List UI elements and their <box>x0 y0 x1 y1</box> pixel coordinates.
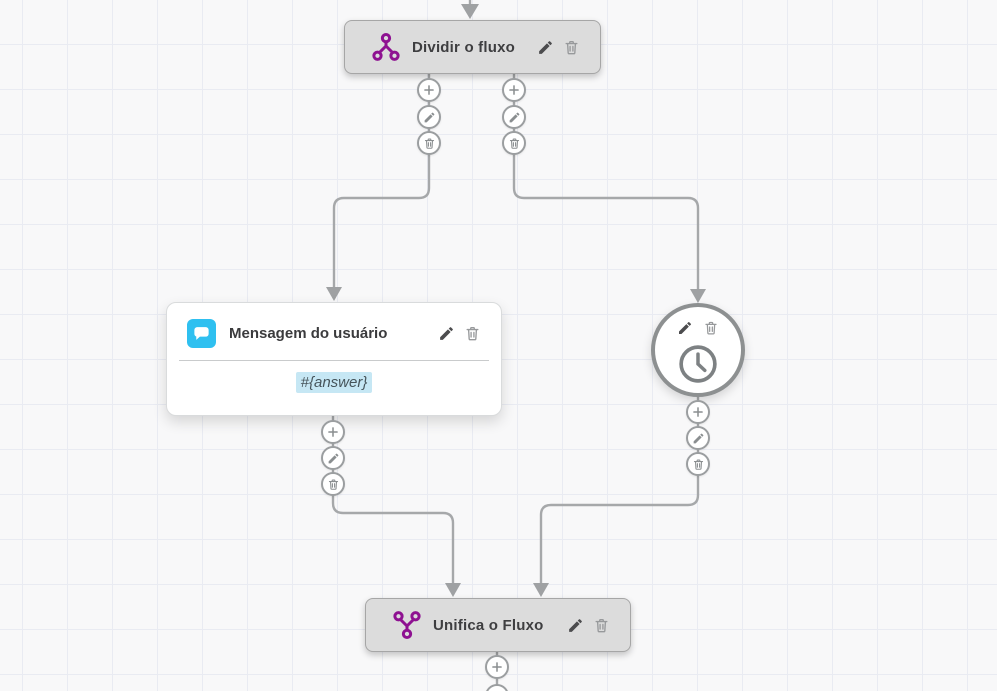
connector-user-message-to-merge <box>331 416 455 583</box>
plus-icon <box>424 85 434 95</box>
node-body[interactable]: #{answer} <box>167 361 501 404</box>
pencil-icon <box>679 321 692 334</box>
trash-icon <box>328 479 338 490</box>
timer-edit-button[interactable] <box>677 320 693 336</box>
pencil-icon <box>693 433 703 443</box>
arrowhead <box>326 287 342 301</box>
plus-icon <box>509 85 519 95</box>
plus-icon <box>328 427 338 437</box>
merge-node-edit-button[interactable] <box>567 617 584 634</box>
split-icon <box>371 32 401 62</box>
user-message-delete-button[interactable] <box>464 325 481 342</box>
user-message-port-delete-button[interactable] <box>321 472 345 496</box>
card-divider <box>179 360 489 361</box>
connector-split-to-user-message <box>332 74 431 288</box>
split-node-delete-button[interactable] <box>563 39 580 56</box>
timer-add-button[interactable] <box>686 400 710 424</box>
trash-icon <box>565 40 578 54</box>
node-split-flow[interactable]: Dividir o fluxo <box>344 20 601 74</box>
node-timer[interactable] <box>651 303 745 397</box>
arrowhead <box>445 583 461 597</box>
trash-icon <box>424 138 434 149</box>
plus-icon <box>492 662 502 672</box>
merge-add-button[interactable] <box>485 655 509 679</box>
trash-icon <box>595 618 608 632</box>
pencil-icon <box>569 618 582 632</box>
node-label: Mensagem do usuário <box>229 325 388 342</box>
pencil-icon <box>509 112 519 122</box>
pencil-icon <box>424 112 434 122</box>
timer-delete-button[interactable] <box>703 320 719 336</box>
node-label: Dividir o fluxo <box>412 38 516 56</box>
node-merge-flow[interactable]: Unifica o Fluxo <box>365 598 631 652</box>
plus-icon <box>693 407 703 417</box>
user-message-port-edit-button[interactable] <box>321 446 345 470</box>
merge-node-delete-button[interactable] <box>593 617 610 634</box>
node-label: Unifica o Fluxo <box>433 616 544 634</box>
connector-timer-to-merge <box>539 396 700 583</box>
arrowhead <box>690 289 706 303</box>
pencil-icon <box>440 327 453 340</box>
split-output-1-edit-button[interactable] <box>417 105 441 129</box>
clock-icon <box>676 342 720 391</box>
trash-icon <box>509 138 519 149</box>
arrowhead <box>533 583 549 597</box>
split-output-2-delete-button[interactable] <box>502 131 526 155</box>
merge-icon <box>392 610 422 640</box>
trash-icon <box>693 459 703 470</box>
split-output-1-add-button[interactable] <box>417 78 441 102</box>
user-message-add-button[interactable] <box>321 420 345 444</box>
trash-icon <box>466 327 479 341</box>
split-output-2-edit-button[interactable] <box>502 105 526 129</box>
split-node-edit-button[interactable] <box>537 39 554 56</box>
trash-icon <box>705 321 717 335</box>
timer-port-delete-button[interactable] <box>686 452 710 476</box>
timer-port-edit-button[interactable] <box>686 426 710 450</box>
variable-chip: #{answer} <box>295 372 373 393</box>
chat-bubble-icon <box>187 319 216 348</box>
pencil-icon <box>328 453 338 463</box>
pencil-icon <box>539 40 552 54</box>
split-output-1-delete-button[interactable] <box>417 131 441 155</box>
connector-split-to-timer <box>512 74 700 290</box>
arrowhead <box>461 4 479 19</box>
split-output-2-add-button[interactable] <box>502 78 526 102</box>
user-message-edit-button[interactable] <box>438 325 455 342</box>
node-user-message[interactable]: Mensagem do usuário #{answer} <box>166 302 502 416</box>
